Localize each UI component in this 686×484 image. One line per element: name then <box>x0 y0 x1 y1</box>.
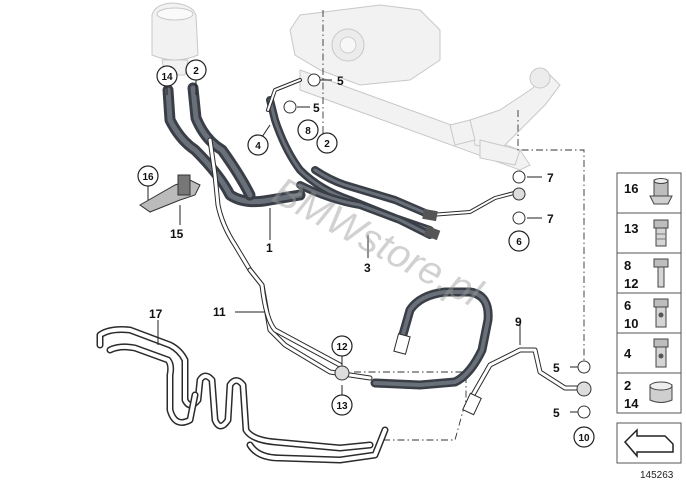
collar-nut-icon <box>649 178 673 205</box>
washers <box>283 73 592 419</box>
circled-label-6: 6 <box>516 237 522 248</box>
callout-17: 17 <box>149 307 163 321</box>
panel-label-4: 4 <box>624 346 632 361</box>
panel-label-12: 12 <box>624 276 638 291</box>
panel-label-16: 16 <box>624 181 638 196</box>
circled-label-13: 13 <box>336 401 348 412</box>
callout-5a: 5 <box>337 74 344 88</box>
panel-label-14: 14 <box>624 396 639 411</box>
panel-cell-8-12: 8 12 <box>616 252 682 294</box>
cooler-coil-17 <box>96 326 389 464</box>
circled-number-12: 12 <box>331 335 353 357</box>
steel-lines-11 <box>207 137 373 381</box>
panel-cell-13: 13 <box>616 212 682 254</box>
circled-number-6: 6 <box>508 230 530 252</box>
circled-label-4: 4 <box>255 141 261 152</box>
leader-lines <box>147 79 578 413</box>
circled-label-16: 16 <box>142 172 154 183</box>
panel-label-8: 8 <box>624 258 631 273</box>
panel-cell-arrow <box>616 422 682 464</box>
callout-3: 3 <box>364 261 371 275</box>
circled-label-2: 2 <box>193 66 199 77</box>
circled-number-14: 14 <box>156 65 178 87</box>
circled-label-12: 12 <box>336 342 348 353</box>
hollow-bolt-icon <box>653 298 669 328</box>
callout-11: 11 <box>213 305 226 319</box>
callout-7a: 7 <box>547 171 554 185</box>
banjo-screw-icon <box>653 338 669 368</box>
callout-5b: 5 <box>313 101 320 115</box>
pressure-hoses-3 <box>266 78 520 241</box>
panel-label-6: 6 <box>624 298 631 313</box>
direction-arrow-icon <box>623 428 674 459</box>
steering-gear-ghost <box>289 4 561 171</box>
circled-numbers: 14 2 4 8 2 16 6 12 <box>137 59 595 448</box>
circled-number-16: 16 <box>137 165 159 187</box>
circled-label-14: 14 <box>161 72 173 83</box>
panel-cell-4: 4 <box>616 332 682 374</box>
dash-dot-leaders <box>322 10 585 441</box>
bracket-15 <box>139 174 201 213</box>
hex-bolt-icon <box>653 258 669 288</box>
circled-label-10: 10 <box>578 433 590 444</box>
callout-7b: 7 <box>547 212 554 226</box>
circled-number-4: 4 <box>247 134 269 156</box>
hose-clamp-icon <box>649 381 673 403</box>
circled-number-8: 8 <box>297 119 319 141</box>
callout-5d: 5 <box>553 406 560 420</box>
panel-label-10: 10 <box>624 316 638 331</box>
callout-9: 9 <box>515 315 522 329</box>
panel-label-13: 13 <box>624 221 638 236</box>
circled-number-10: 10 <box>573 426 595 448</box>
panel-cell-16: 16 <box>616 172 682 214</box>
callout-1: 1 <box>266 241 273 255</box>
circled-number-13: 13 <box>331 394 353 416</box>
banjo-bolt-icon <box>653 219 669 247</box>
parts-panel: 16 13 8 12 <box>616 172 682 464</box>
diagram-id-number: 145263 <box>640 470 674 481</box>
panel-cell-6-10: 6 10 <box>616 292 682 334</box>
circled-label-8: 8 <box>305 126 311 137</box>
panel-cell-2-14: 2 14 <box>616 372 682 414</box>
callout-15: 15 <box>170 227 184 241</box>
circled-number-2b: 2 <box>316 132 338 154</box>
loop-line <box>370 287 587 416</box>
callout-numbers: 5 5 7 7 1 3 11 17 15 9 5 5 <box>149 74 560 420</box>
circled-number-2: 2 <box>185 59 207 81</box>
panel-label-2: 2 <box>624 378 631 393</box>
circled-label-2b: 2 <box>324 139 330 150</box>
callout-5c: 5 <box>553 361 560 375</box>
